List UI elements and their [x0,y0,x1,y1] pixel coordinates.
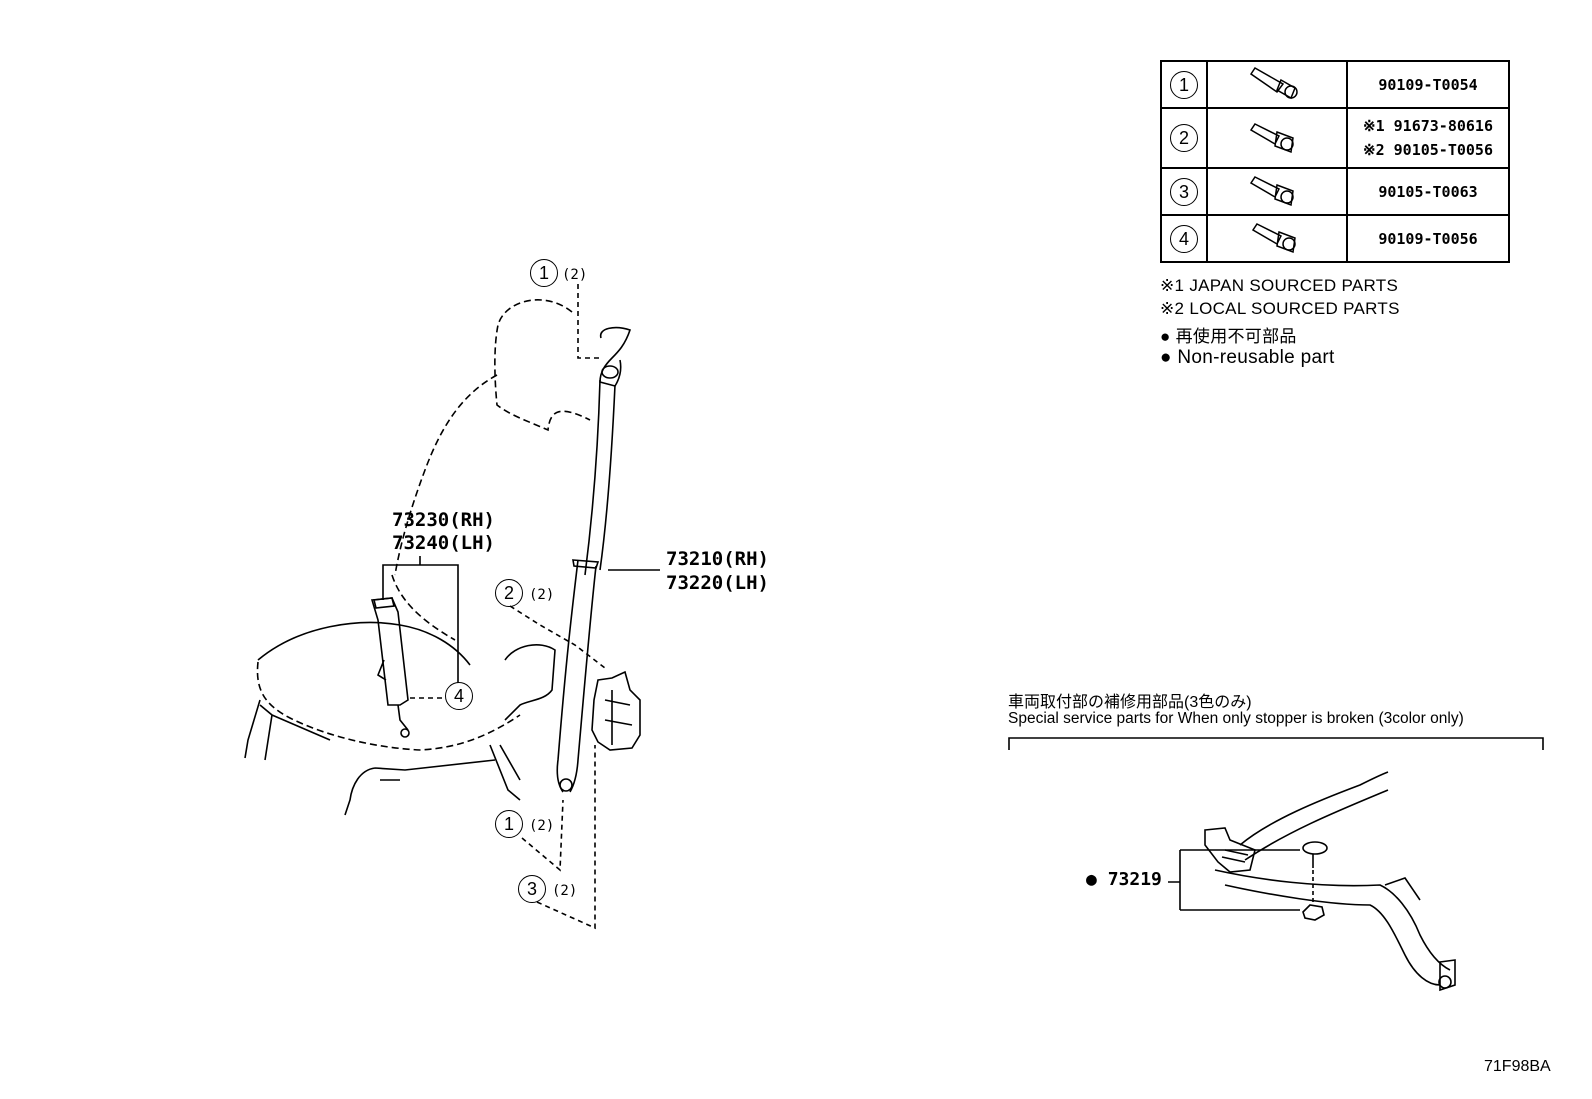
callout-key: 4 [1170,224,1198,253]
stopper-belt-lower [1214,869,1451,986]
bolt-icon [1249,122,1294,153]
note-nonreusable-en: ● Non-reusable part [1160,347,1335,368]
callout-key: 4 [445,682,473,710]
nonreusable-marker: ● [1086,869,1097,890]
part-label-buckle-rh: 73230(RH) [392,509,495,531]
seat-cushion-outline [257,621,471,666]
special-service-title-en: Special service parts for When only stop… [1008,710,1464,727]
callout-qty: (2) [552,883,578,899]
part-label-belt-rh: 73210(RH) [666,548,769,570]
retractor-body [591,670,641,751]
seat-back-outline [391,374,498,641]
callout-key: 3 [1170,177,1198,206]
callout-qty: (2) [529,818,555,834]
stopper-nut [1302,904,1325,921]
stopper-belt-end [1384,877,1456,992]
special-service-bracket [1008,737,1544,750]
seat-cushion-lower [256,661,521,751]
figure-code: 71F98BA [1484,1058,1551,1075]
buckle-label-bracket [382,556,459,683]
belt-webbing-upper [584,379,616,576]
callout-4: 4 [445,682,473,710]
callout-key: 2 [1170,124,1198,152]
fastener-part-number-local: ※2 90105-T0056 [1363,141,1493,159]
seat-rail-mid [344,759,496,816]
seat-rail-left [244,699,331,761]
belt-anchor-hole [559,778,573,792]
callout-key: 1 [530,259,558,287]
fastener-part-number: 90109-T0054 [1346,60,1510,109]
buckle-body [370,597,409,706]
callout-2: 2 (2) [495,579,554,607]
stopper-part-number: 73219 [1107,869,1162,890]
belt-webbing-lower [556,559,597,793]
shoulder-anchor-bolt [601,365,619,379]
part-label-belt-lh: 73220(LH) [666,572,769,594]
fastener-row-3: 3 90105-T0063 [1160,167,1510,216]
note-japan-sourced: ※1 JAPAN SOURCED PARTS [1160,276,1399,295]
callout-1-top-leader [577,284,600,359]
note-nonreusable-jp: ● 再使用不可部品 [1160,327,1297,346]
shoulder-anchor [599,326,632,387]
buckle-stalk [377,659,409,731]
callout-key: 3 [518,875,546,903]
part-label-buckle-lh: 73240(LH) [392,532,495,554]
fastener-part-number-japan: ※1 91673-80616 [1363,117,1493,135]
fastener-part-number: 90109-T0056 [1346,214,1510,263]
buckle-bolt [400,728,410,738]
fastener-row-2: 2 ※1 91673-80616 ※2 90105-T0056 [1160,107,1510,169]
bolt-shouldered-icon [1251,223,1296,254]
seat-side-cover [504,644,556,721]
callout-key: 2 [495,579,523,607]
buckle-tab [373,597,395,609]
stopper-bracket-hatch [1221,849,1249,863]
callout-3: 3 (2) [518,875,577,903]
fastener-part-number: 90105-T0063 [1346,167,1510,216]
stopper-label-bracket [1168,849,1300,911]
stopper-belt-upper [1239,771,1389,861]
fastener-row-1: 1 90109-T0054 [1160,60,1510,109]
callout-2-leader [509,605,606,669]
callout-qty: (2) [562,267,588,283]
fastener-table: 1 90109-T0054 2 ※1 91673-80616 ※2 90105-… [1160,60,1510,263]
seat-headrest-outline [494,299,591,432]
bolt-icon [1249,176,1294,207]
note-local-sourced: ※2 LOCAL SOURCED PARTS [1160,299,1400,318]
stopper-end-hole [1438,975,1452,989]
callout-1-top: 1(2) [530,259,587,287]
special-service-title-jp: 車両取付部の補修用部品(3色のみ) [1008,694,1252,711]
callout-1-bottom-leader [521,799,564,872]
part-label-stopper: ● 73219 [1086,869,1162,890]
retractor-detail [604,690,633,745]
callout-qty: (2) [529,587,555,603]
fastener-row-4: 4 90109-T0056 [1160,214,1510,263]
bolt-flanged-icon [1249,67,1298,100]
callout-key: 1 [1170,70,1198,99]
callout-3-leader [536,745,596,930]
callout-1-bottom: 1 (2) [495,810,554,838]
callout-key: 1 [495,810,523,838]
seat-rail-right [489,744,521,801]
stopper-button [1302,841,1328,855]
belt-guide-loop [572,559,600,569]
